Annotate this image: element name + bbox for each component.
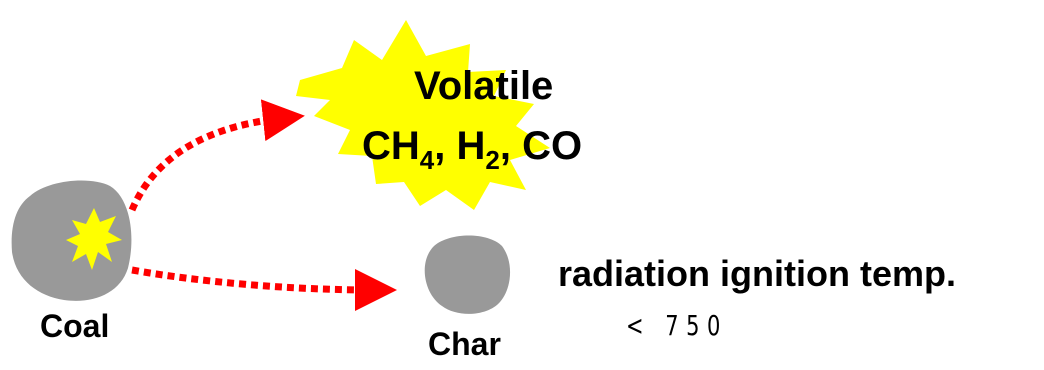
gas1-base: CH — [362, 124, 420, 168]
volatile-arrow — [128, 99, 305, 212]
gas-separator-2: , — [499, 124, 523, 168]
gas2-subscript: 2 — [485, 145, 500, 175]
volatile-title: Volatile — [414, 64, 554, 108]
gas2-base: H — [456, 124, 486, 168]
coal-label: Coal — [40, 308, 110, 344]
coal-burst-icon — [66, 208, 122, 270]
char-label: Char — [428, 326, 501, 362]
gas3: CO — [522, 124, 583, 168]
ignition-label: radiation ignition temp. — [558, 253, 956, 294]
gas-separator-1: , — [434, 124, 457, 168]
ignition-temperature-value: < 750 — [626, 309, 728, 342]
volatile-burst-icon — [296, 20, 550, 210]
gas-composition: CH4, H2, CO — [362, 124, 583, 173]
volatile-label: Volatile — [414, 66, 553, 106]
gas1-subscript: 4 — [419, 145, 435, 175]
char-arrow — [131, 266, 397, 311]
char-particle-icon — [424, 235, 511, 314]
